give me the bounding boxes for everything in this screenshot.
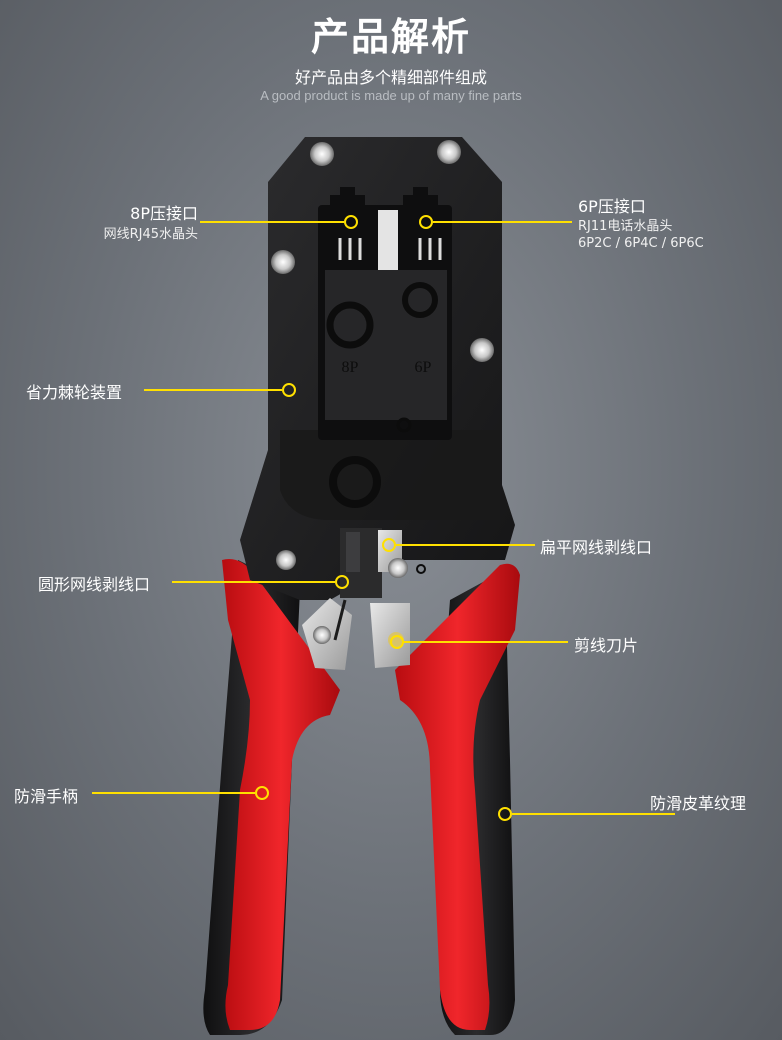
callout-6p-title: 6P压接口: [578, 197, 646, 216]
left-red-grip: [222, 559, 340, 1030]
callout-6p-desc2: 6P2C / 6P4C / 6P6C: [578, 236, 704, 251]
callout-8p-desc: 网线RJ45水晶头: [103, 227, 198, 242]
callout-lines: [92, 215, 675, 821]
screw-icon: [437, 140, 461, 164]
callout-leather: 防滑皮革纹理: [650, 794, 747, 813]
screw-icon: [470, 338, 494, 362]
die-divider: [378, 210, 398, 270]
head-lower-plate: [280, 430, 500, 520]
die-label-8p: 8P: [342, 359, 359, 376]
die-label-6p: 6P: [415, 359, 432, 376]
callout-ratchet: 省力棘轮装置: [26, 383, 123, 402]
page-title: 产品解析: [310, 15, 471, 59]
callout-round-stripper: 圆形网线剥线口: [38, 575, 151, 594]
callout-flat-stripper: 扁平网线剥线口: [540, 538, 653, 557]
callout-6p-desc1: RJ11电话水晶头: [578, 219, 673, 234]
screw-icon: [313, 626, 331, 644]
screw-icon: [388, 558, 408, 578]
callout-8p-title: 8P压接口: [130, 204, 198, 223]
callout-handle: 防滑手柄: [14, 787, 79, 806]
screw-icon: [276, 550, 296, 570]
page-subtitle-en: A good product is made up of many fine p…: [260, 88, 522, 103]
right-red-grip: [395, 563, 520, 1030]
screw-icon: [271, 250, 295, 274]
screw-icon: [310, 142, 334, 166]
page-subtitle-cn: 好产品由多个精细部件组成: [294, 68, 487, 87]
callout-blade: 剪线刀片: [574, 636, 639, 655]
